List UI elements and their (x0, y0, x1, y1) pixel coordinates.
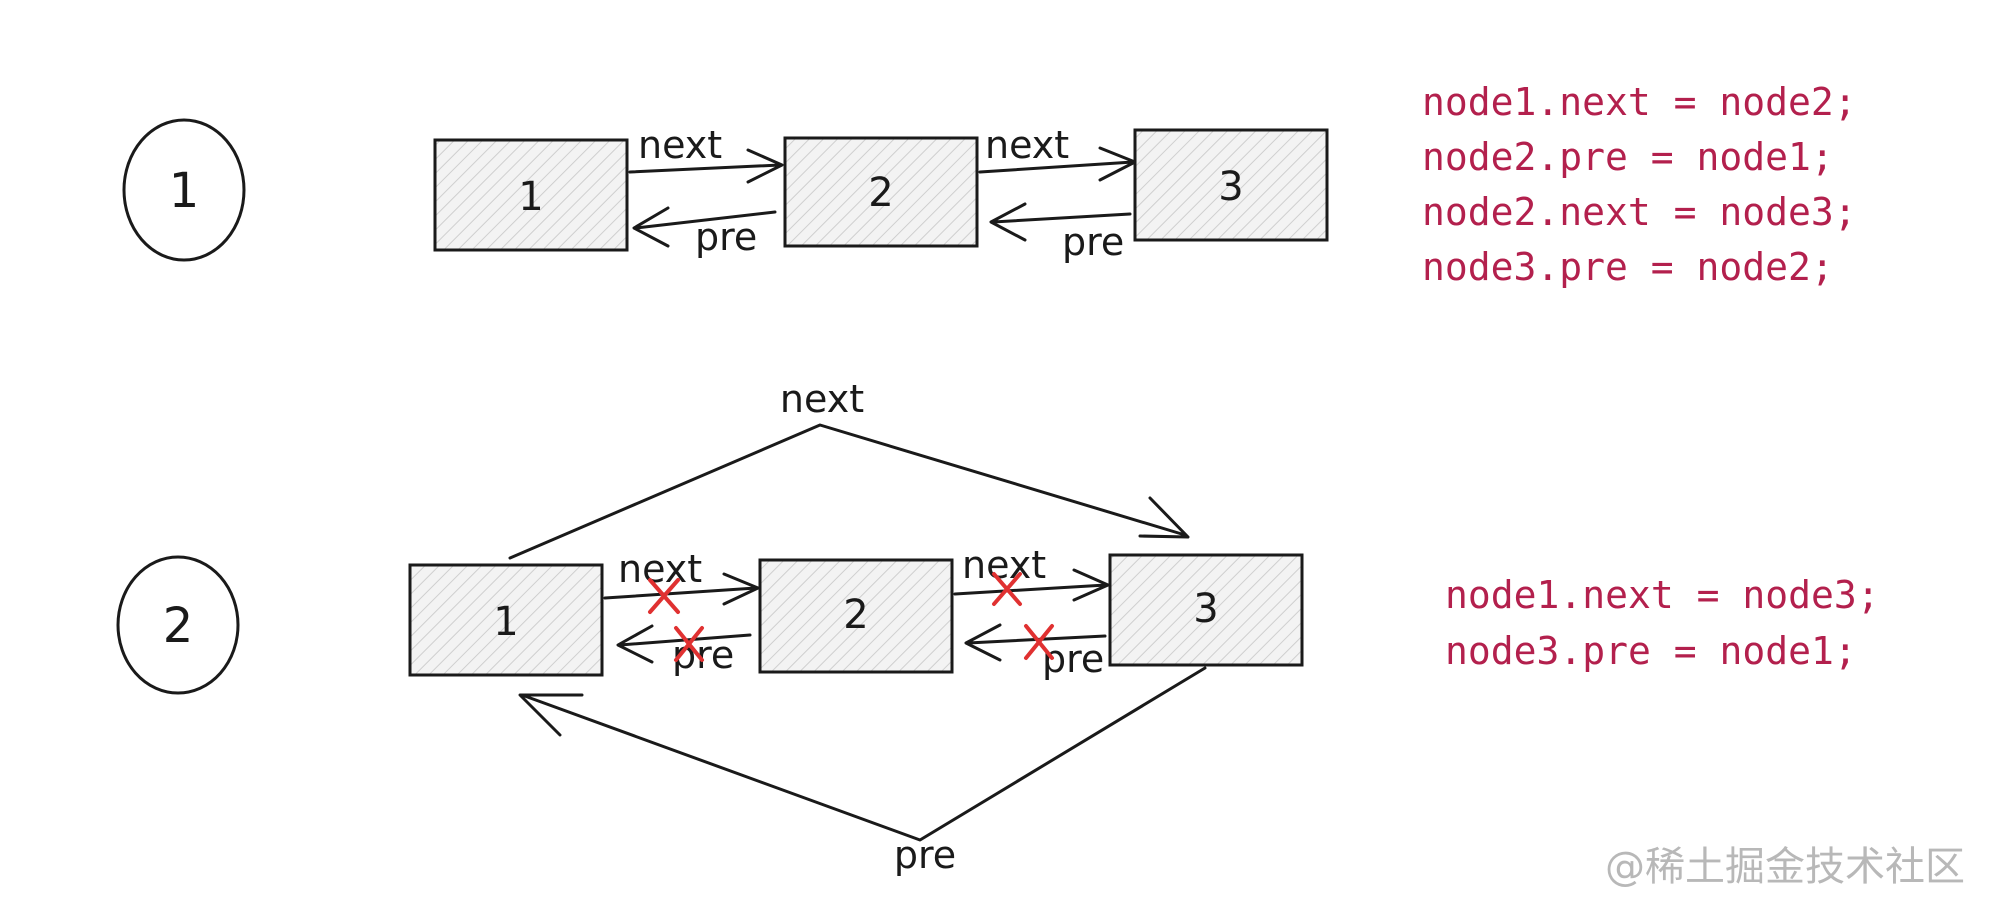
step2-node-2-label: 2 (843, 592, 868, 638)
step1-next-arrow-1-2 (628, 148, 784, 184)
step1-node-1 (433, 138, 629, 252)
step2-node-1-label: 1 (493, 599, 518, 645)
step2-circle (116, 555, 240, 695)
step2-new-next-label: next (780, 377, 864, 421)
step2-code-line-2: node3.pre = node1; (1445, 629, 1857, 673)
step1-code-line-2: node2.pre = node1; (1422, 135, 1834, 179)
step2-new-next-arrow-1-3 (508, 423, 1190, 560)
step2-new-pre-label: pre (894, 833, 956, 877)
step2-old-next-label-2-3: next (962, 543, 1046, 587)
step2-old-next-arrow-2-3 (953, 568, 1110, 602)
step2-cross-pre-2-1 (674, 626, 704, 662)
step1-next-label-1-2: next (638, 123, 722, 167)
step2-cross-next-1-2 (648, 578, 680, 614)
step2-circle-label: 2 (163, 598, 194, 654)
step1-pre-arrow-2-1 (632, 206, 777, 248)
step1-next-label-2-3: next (985, 123, 1069, 167)
step2-node-3 (1108, 553, 1304, 667)
step2-node-2 (758, 558, 954, 674)
step1-pre-arrow-3-2 (989, 202, 1132, 242)
step1-node-3 (1133, 128, 1329, 242)
step1-group: 1 1 2 3 next pre next pre node1.next = n… (122, 80, 1857, 289)
step1-code-line-1: node1.next = node2; (1422, 80, 1857, 124)
step1-next-arrow-2-3 (978, 146, 1137, 182)
step1-circle-label: 1 (169, 163, 200, 219)
step2-cross-pre-3-2 (1024, 624, 1054, 660)
step1-node-3-label: 3 (1218, 164, 1243, 210)
step2-old-next-label-1-2: next (618, 547, 702, 591)
step2-cross-next-2-3 (992, 572, 1022, 606)
step1-code-line-4: node3.pre = node2; (1422, 245, 1834, 289)
step1-node-2 (783, 136, 979, 248)
step2-code-line-1: node1.next = node3; (1445, 573, 1880, 617)
step1-code-line-3: node2.next = node3; (1422, 190, 1857, 234)
step2-old-next-arrow-1-2 (603, 572, 760, 606)
step1-circle (122, 118, 246, 262)
step2-group: 2 1 2 3 next pre next pre next pre node1… (116, 377, 1880, 877)
step2-new-pre-arrow-3-1 (518, 666, 1207, 842)
step1-node-2-label: 2 (868, 170, 893, 216)
step1-node-1-label: 1 (518, 174, 543, 220)
step2-node-3-label: 3 (1193, 586, 1218, 632)
step2-node-1 (408, 563, 604, 677)
step1-pre-label-3-2: pre (1062, 220, 1124, 264)
watermark: @稀土掘金技术社区 (1605, 844, 1965, 890)
step1-pre-label-2-1: pre (695, 215, 757, 259)
